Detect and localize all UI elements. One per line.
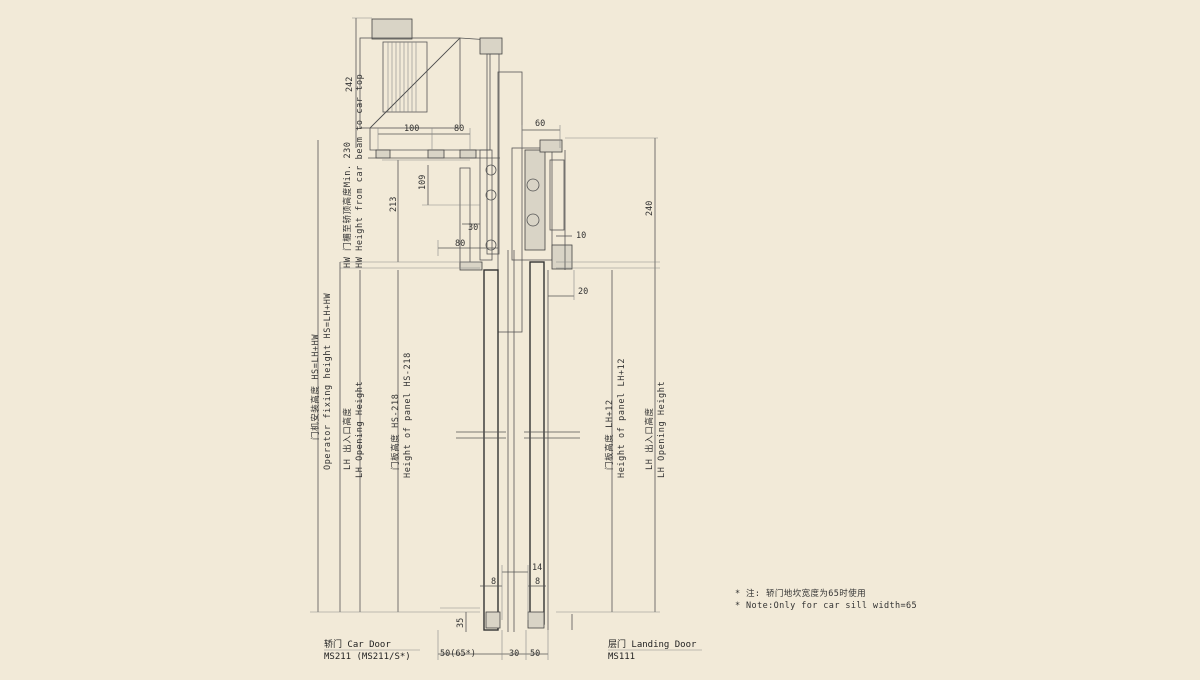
label-operator-fixing-cn: 门机安装高度 HS=LH+HW [310,334,321,440]
dim-60: 60 [535,119,545,129]
dim-30: 30 [468,223,478,233]
car-door-title: 轿门 Car Door [324,638,391,650]
captions: 轿门 Car Door MS211 (MS211/S*) 层门 Landing … [324,638,702,662]
landing-door-title: 层门 Landing Door [608,638,697,650]
dim-80-top: 80 [454,124,464,134]
car-door-model: MS211 (MS211/S*) [324,652,411,662]
label-panel-right-en: Height of panel LH+12 [617,358,627,478]
dimension-lines [310,17,660,660]
label-hw-cn: HW 门楣至轿顶高度Min. 230 [342,141,353,268]
dim-8-left: 8 [491,577,496,587]
dim-8-right: 8 [535,577,540,587]
vertical-labels: 门机安装高度 HS=LH+HW Operator fixing height H… [310,74,667,478]
note-cn: * 注: 轿门地坎宽度为65时使用 [735,588,866,599]
car-door-panel [483,250,515,632]
note-en: * Note:Only for car sill width=65 [735,601,917,611]
dim-109: 109 [418,175,428,190]
label-lh-cn: LH 出入口高度 [342,407,353,470]
dim-14: 14 [532,563,542,573]
dim-10: 10 [576,231,586,241]
dimension-texts: 242 100 80 60 109 213 30 80 240 10 20 14… [345,77,655,659]
label-hw-en: HW Height from car beam to car top [355,74,365,268]
landing-door-panel [527,261,573,630]
dim-50-bottom: 50 [530,649,540,659]
dim-213: 213 [389,197,399,212]
notes: * 注: 轿门地坎宽度为65时使用 * Note:Only for car si… [735,588,917,611]
dim-100: 100 [404,124,419,134]
label-panel-cn: 门板高度 HS-218 [390,394,401,470]
dim-80-mid: 80 [455,239,465,249]
label-operator-fixing-en: Operator fixing height HS=LH+HW [323,292,333,470]
door-operator-assembly [359,18,523,333]
landing-door-header [511,139,573,270]
dim-35: 35 [456,618,466,628]
dim-50-65: 50(65*) [440,649,476,659]
dim-240: 240 [645,201,655,216]
landing-door-model: MS111 [608,652,635,662]
label-lh-right-en: LH Opening Height [657,381,667,478]
break-marks [456,431,580,439]
label-panel-right-cn: 门板高度 LH+12 [604,399,615,470]
dim-20: 20 [578,287,588,297]
label-lh-right-cn: LH 出入口高度 [644,407,655,470]
label-panel-en: Height of panel HS-218 [403,352,413,478]
dim-30-bottom: 30 [509,649,519,659]
dim-242: 242 [345,77,355,92]
label-lh-en: LH Opening Height [355,381,365,478]
